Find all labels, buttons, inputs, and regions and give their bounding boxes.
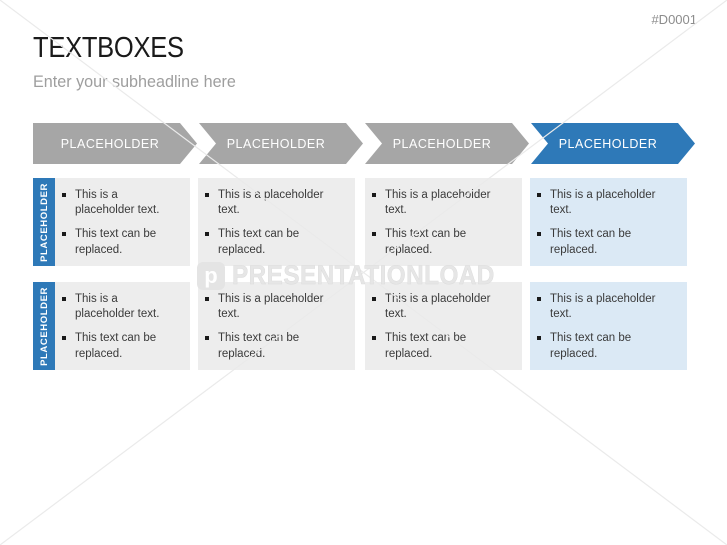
process-arrow-label: PLACEHOLDER	[558, 136, 658, 151]
bullet-item: This is a placeholder text.	[536, 292, 681, 322]
bullet-text: This text can be replaced.	[75, 228, 157, 256]
bullet-square-icon	[537, 232, 541, 237]
slide-subtitle: Enter your subheadline here	[33, 72, 236, 91]
bullet-text: This is a placeholder text.	[385, 293, 491, 321]
bullet-item: This text can be replaced.	[536, 227, 681, 257]
bullet-item: This is a placeholder text.	[204, 292, 349, 322]
process-arrow-label: PLACEHOLDER	[226, 136, 326, 151]
bullet-square-icon	[62, 232, 66, 237]
bullet-square-icon	[372, 297, 376, 301]
bullet-square-icon	[205, 297, 209, 301]
bullet-item: This text can be replaced.	[61, 331, 184, 361]
row-tab-label: PLACEHOLDER	[38, 182, 50, 262]
bullet-text: This text can be replaced.	[550, 332, 632, 360]
bullet-item: This text can be replaced.	[204, 331, 349, 361]
textbox-cell: This is a placeholder text. This text ca…	[55, 178, 190, 266]
bullet-item: This is a placeholder text.	[536, 188, 681, 218]
row-tab-label: PLACEHOLDER	[38, 286, 50, 366]
process-arrow-1: PLACEHOLDER	[33, 123, 197, 164]
bullet-item: This is a placeholder text.	[371, 292, 516, 322]
bullet-item: This text can be replaced.	[61, 227, 184, 257]
row-tab: PLACEHOLDER	[33, 178, 55, 266]
bullet-square-icon	[372, 336, 376, 341]
bullet-square-icon	[62, 297, 66, 301]
process-arrow-4: PLACEHOLDER	[531, 123, 695, 164]
bullet-text: This is a placeholder text.	[218, 189, 324, 217]
bullet-item: This text can be replaced.	[204, 227, 349, 257]
row-tab: PLACEHOLDER	[33, 282, 55, 370]
process-arrow-2: PLACEHOLDER	[199, 123, 363, 164]
bullet-item: This is a placeholder text.	[61, 292, 184, 322]
bullet-item: This text can be replaced.	[371, 227, 516, 257]
process-arrow-3: PLACEHOLDER	[365, 123, 529, 164]
process-arrow-label: PLACEHOLDER	[60, 136, 160, 151]
slide-id-tag: #D0001	[651, 12, 697, 27]
bullet-text: This is a placeholder text.	[218, 293, 324, 321]
bullet-square-icon	[372, 232, 376, 237]
bullet-square-icon	[205, 232, 209, 237]
textbox-cell: This is a placeholder text. This text ca…	[530, 178, 687, 266]
bullet-square-icon	[205, 336, 209, 341]
textbox-row-1: PLACEHOLDER This is a placeholder text. …	[0, 178, 727, 266]
bullet-square-icon	[537, 297, 541, 301]
bullet-text: This text can be replaced.	[218, 332, 300, 360]
textbox-cell: This is a placeholder text. This text ca…	[365, 178, 522, 266]
bullet-text: This text can be replaced.	[550, 228, 632, 256]
textbox-cell: This is a placeholder text. This text ca…	[55, 282, 190, 370]
textbox-cell: This is a placeholder text. This text ca…	[198, 178, 355, 266]
bullet-square-icon	[62, 193, 66, 197]
slide-title: TEXTBOXES	[33, 32, 184, 64]
process-arrow-label: PLACEHOLDER	[392, 136, 492, 151]
bullet-text: This is a placeholder text.	[550, 189, 656, 217]
bullet-text: This text can be replaced.	[75, 332, 157, 360]
bullet-item: This text can be replaced.	[536, 331, 681, 361]
bullet-square-icon	[372, 193, 376, 197]
bullet-item: This text can be replaced.	[371, 331, 516, 361]
textbox-cell: This is a placeholder text. This text ca…	[198, 282, 355, 370]
textbox-cell: This is a placeholder text. This text ca…	[365, 282, 522, 370]
bullet-text: This is a placeholder text.	[75, 293, 160, 321]
bullet-square-icon	[62, 336, 66, 341]
bullet-item: This is a placeholder text.	[204, 188, 349, 218]
textbox-cell: This is a placeholder text. This text ca…	[530, 282, 687, 370]
bullet-text: This is a placeholder text.	[550, 293, 656, 321]
bullet-text: This text can be replaced.	[385, 332, 467, 360]
bullet-text: This is a placeholder text.	[385, 189, 491, 217]
bullet-square-icon	[205, 193, 209, 197]
bullet-square-icon	[537, 336, 541, 341]
bullet-item: This is a placeholder text.	[371, 188, 516, 218]
bullet-text: This text can be replaced.	[385, 228, 467, 256]
bullet-item: This is a placeholder text.	[61, 188, 184, 218]
bullet-text: This is a placeholder text.	[75, 189, 160, 217]
bullet-square-icon	[537, 193, 541, 197]
bullet-text: This text can be replaced.	[218, 228, 300, 256]
textbox-row-2: PLACEHOLDER This is a placeholder text. …	[0, 282, 727, 370]
